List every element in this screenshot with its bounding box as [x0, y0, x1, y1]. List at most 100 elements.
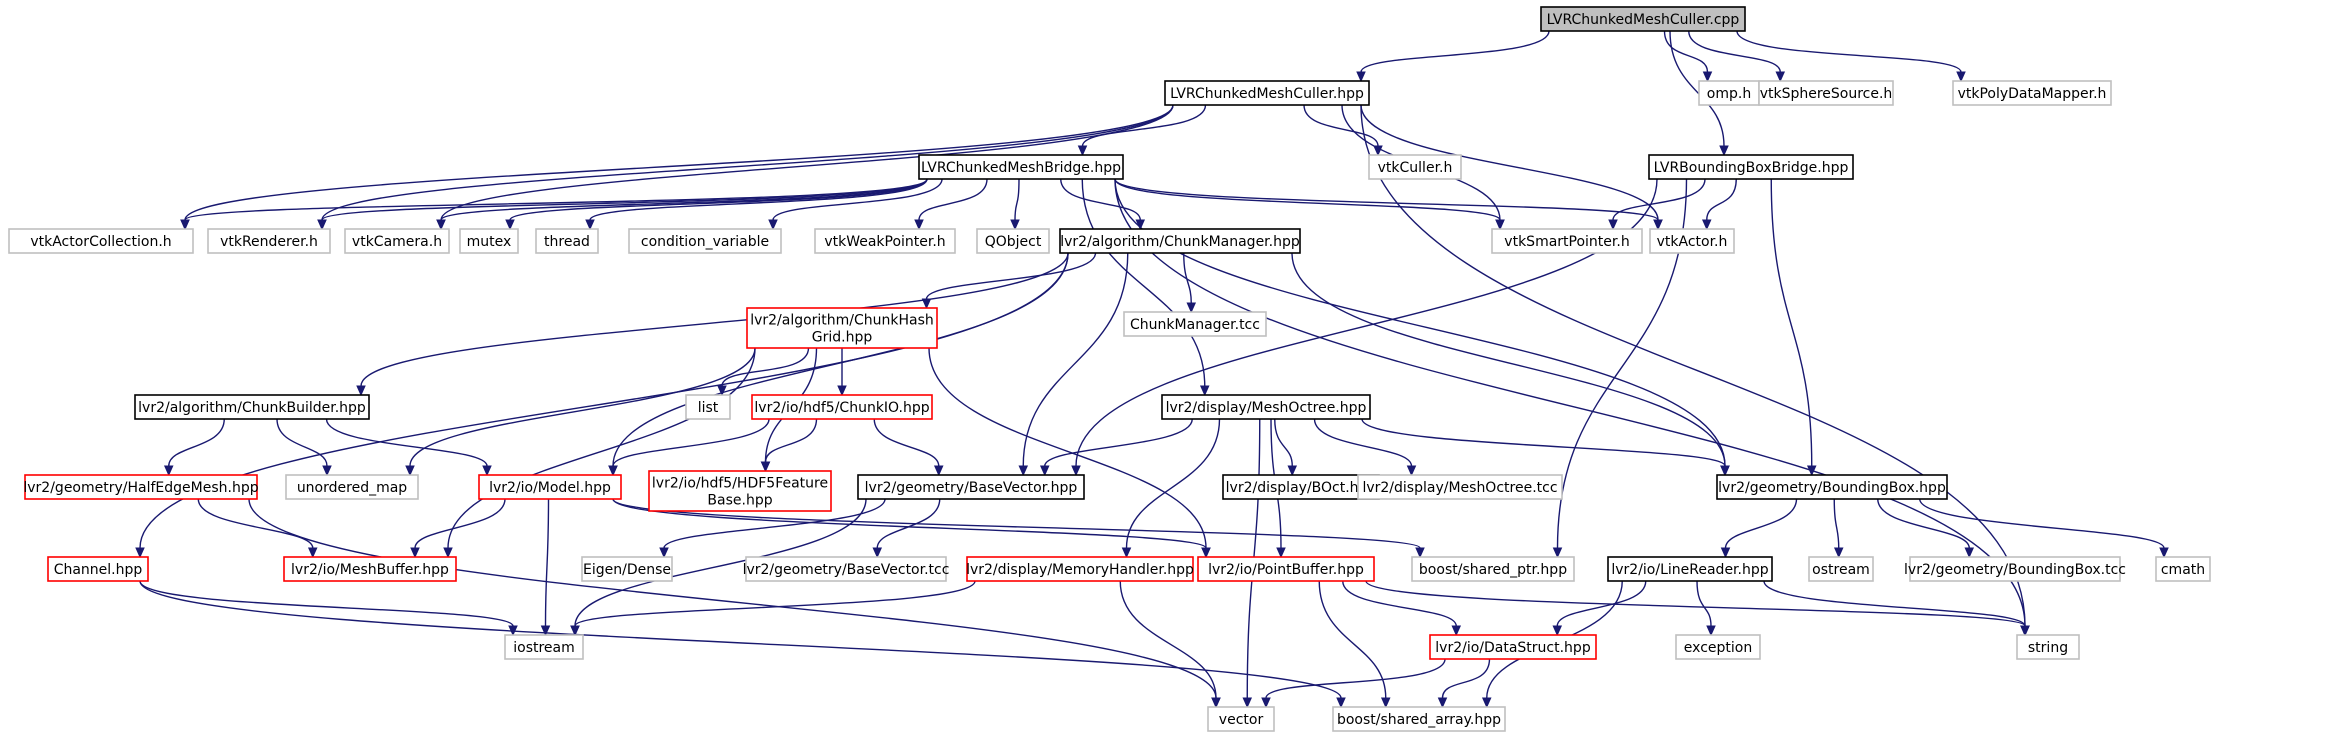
node-sharedarray[interactable]: boost/shared_array.hpp	[1332, 706, 1506, 732]
node-list[interactable]: list	[685, 394, 731, 420]
node-pointbuffer[interactable]: lvr2/io/PointBuffer.hpp	[1197, 556, 1375, 582]
node-unordmap[interactable]: unordered_map	[285, 474, 419, 500]
node-linereader[interactable]: lvr2/io/LineReader.hpp	[1607, 556, 1773, 582]
node-box	[1197, 556, 1375, 582]
node-model[interactable]: lvr2/io/Model.hpp	[478, 474, 622, 500]
edge-boundingbox-to-linereader	[1720, 498, 1798, 559]
edge-bbbridge-to-vtkactor	[1701, 178, 1737, 231]
node-memhandler[interactable]: lvr2/display/MemoryHandler.hpp	[966, 556, 1194, 582]
node-vtkactorcoll[interactable]: vtkActorCollection.h	[8, 228, 194, 254]
edge-line	[1114, 178, 1659, 221]
edge-line	[1365, 580, 2026, 627]
node-label: vtkActor.h	[1657, 234, 1728, 250]
node-vtkactor[interactable]: vtkActor.h	[1649, 228, 1735, 254]
node-chunkmanager[interactable]: lvr2/algorithm/ChunkManager.hpp	[1059, 228, 1301, 254]
node-channel[interactable]: Channel.hpp	[47, 556, 149, 582]
node-omp[interactable]: omp.h	[1698, 80, 1760, 106]
edge-line	[1441, 658, 1491, 699]
node-basevectortcc[interactable]: lvr2/geometry/BaseVector.tcc	[743, 556, 950, 582]
node-root[interactable]: LVRChunkedMeshCuller.cpp	[1540, 6, 1746, 32]
node-label: lvr2/display/MeshOctree.hpp	[1166, 400, 1367, 416]
node-vtkculler[interactable]: vtkCuller.h	[1368, 154, 1462, 180]
node-chunkbuilder[interactable]: lvr2/algorithm/ChunkBuilder.hpp	[134, 394, 370, 420]
node-meshoctree[interactable]: lvr2/display/MeshOctree.hpp	[1161, 394, 1371, 420]
node-halfedge[interactable]: lvr2/geometry/HalfEdgeMesh.hpp	[23, 474, 259, 500]
edge-meshoctree-to-basevector	[1039, 418, 1193, 477]
edge-pointbuffer-to-datastruct	[1342, 580, 1462, 637]
edge-chunkmanager-to-chunkbuilder	[356, 252, 1069, 397]
node-chunkmgrtcc[interactable]: ChunkManager.tcc	[1123, 311, 1267, 337]
node-ostream[interactable]: ostream	[1808, 556, 1874, 582]
node-box	[1607, 556, 1773, 582]
node-label: lvr2/io/hdf5/ChunkIO.hpp	[754, 400, 929, 416]
edge-arrowhead	[1380, 697, 1391, 709]
node-boct[interactable]: lvr2/display/BOct.hpp	[1222, 474, 1380, 500]
node-bbbridge[interactable]: LVRBoundingBoxBridge.hpp	[1648, 154, 1854, 180]
node-basevector[interactable]: lvr2/geometry/BaseVector.hpp	[857, 474, 1085, 500]
node-exception[interactable]: exception	[1675, 634, 1761, 660]
edge-line	[1669, 30, 1725, 147]
node-bridge[interactable]: LVRChunkedMeshBridge.hpp	[918, 154, 1124, 180]
node-box	[2016, 634, 2080, 660]
node-meshbuffer[interactable]: lvr2/io/MeshBuffer.hpp	[283, 556, 457, 582]
node-box	[1222, 474, 1380, 500]
node-label: omp.h	[1707, 86, 1751, 102]
node-cmath[interactable]: cmath	[2155, 556, 2211, 582]
edge-arrowhead	[760, 461, 771, 473]
edge-arrowhead	[1039, 465, 1050, 477]
edge-root-to-omp	[1663, 30, 1713, 83]
node-meshoctreetcc[interactable]: lvr2/display/MeshOctree.tcc	[1357, 474, 1563, 500]
edge-arrowhead	[163, 465, 174, 477]
edge-bridge-to-thread	[585, 178, 928, 231]
node-qobject[interactable]: QObject	[976, 228, 1050, 254]
node-box	[1808, 556, 1874, 582]
node-bbtcc[interactable]: lvr2/geometry/BoundingBox.tcc	[1904, 556, 2126, 582]
edge-arrowhead	[768, 219, 778, 231]
node-eigendense[interactable]: Eigen/Dense	[581, 556, 673, 582]
edge-culler_hpp-to-bridge	[1077, 104, 1207, 157]
edge-line	[1081, 178, 1206, 387]
node-boundingbox[interactable]: lvr2/geometry/BoundingBox.hpp	[1716, 474, 1948, 500]
node-thread[interactable]: thread	[535, 228, 599, 254]
node-box	[1411, 556, 1575, 582]
node-mutex[interactable]: mutex	[459, 228, 519, 254]
node-vector[interactable]: vector	[1207, 706, 1275, 732]
node-box	[134, 394, 370, 420]
node-box	[1207, 706, 1275, 732]
node-label: lvr2/io/hdf5/HDF5Feature	[652, 476, 828, 492]
edge-chunkhash-to-chunkio	[837, 347, 847, 397]
node-box	[1491, 228, 1643, 254]
node-vtkweak[interactable]: vtkWeakPointer.h	[814, 228, 956, 254]
edge-chunkbuilder-to-model	[325, 418, 492, 477]
node-label: lvr2/geometry/HalfEdgeMesh.hpp	[23, 480, 258, 496]
node-string[interactable]: string	[2016, 634, 2080, 660]
edge-line	[1360, 104, 1659, 221]
edge-linereader-to-string	[1763, 580, 2030, 637]
node-datastruct[interactable]: lvr2/io/DataStruct.hpp	[1429, 634, 1597, 660]
node-chunkio[interactable]: lvr2/io/hdf5/ChunkIO.hpp	[751, 394, 933, 420]
node-label: lvr2/display/BOct.hpp	[1226, 480, 1377, 496]
node-label: condition_variable	[641, 234, 769, 250]
node-culler_hpp[interactable]: LVRChunkedMeshCuller.hpp	[1164, 80, 1370, 106]
edge-root-to-culler_hpp	[1356, 30, 1550, 83]
node-vtkpolymapper[interactable]: vtkPolyDataMapper.h	[1952, 80, 2112, 106]
node-label: QObject	[985, 234, 1042, 250]
edge-arrowhead	[1706, 625, 1716, 637]
edge-arrowhead	[872, 547, 883, 559]
edge-arrowhead	[1956, 71, 1966, 83]
node-label: lvr2/display/MemoryHandler.hpp	[966, 562, 1194, 578]
node-vtksmart[interactable]: vtkSmartPointer.h	[1491, 228, 1643, 254]
node-iostream[interactable]: iostream	[504, 634, 584, 660]
node-vtksphere[interactable]: vtkSphereSource.h	[1758, 80, 1894, 106]
edge-line	[1833, 498, 1840, 549]
node-vtkcamera[interactable]: vtkCamera.h	[344, 228, 450, 254]
node-sharedptr[interactable]: boost/shared_ptr.hpp	[1411, 556, 1575, 582]
edge-line	[1696, 580, 1712, 627]
edge-chunkio-to-hdf5feature	[760, 418, 818, 473]
node-vtkrenderer[interactable]: vtkRenderer.h	[207, 228, 331, 254]
edge-line	[1361, 418, 1726, 467]
node-condvar[interactable]: condition_variable	[628, 228, 782, 254]
node-box	[1952, 80, 2112, 106]
